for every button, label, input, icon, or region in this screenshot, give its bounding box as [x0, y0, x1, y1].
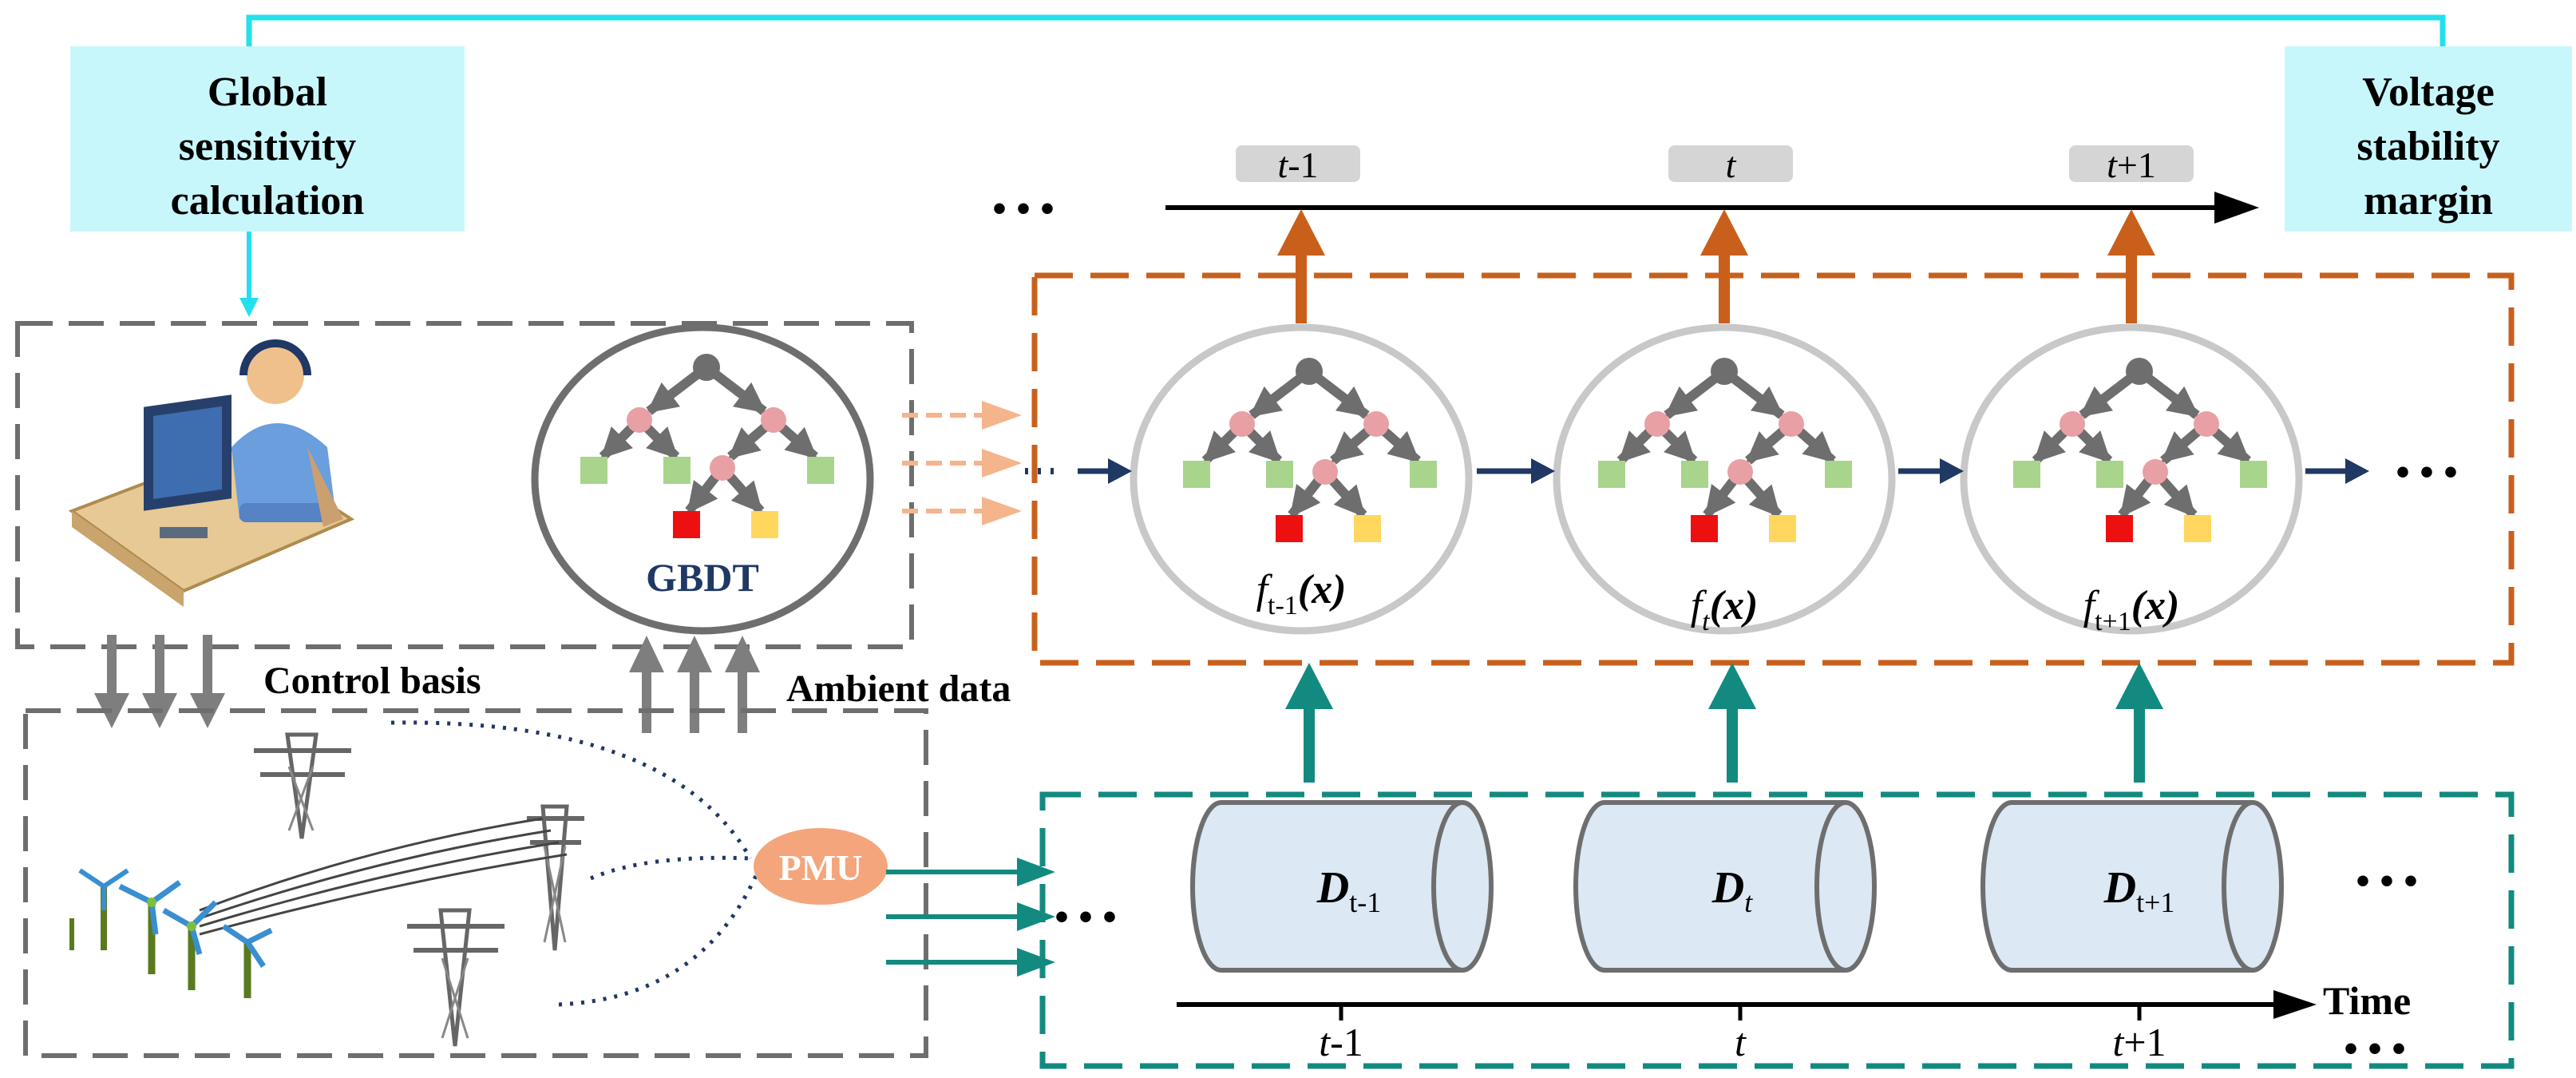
voltage-stability-box: Voltage stability margin	[2285, 46, 2572, 232]
control-center-box	[15, 321, 914, 649]
power-grid-illustration	[69, 720, 761, 1047]
box-line-2: stability	[2356, 124, 2499, 169]
pmu-label: PMU	[779, 847, 863, 888]
control-basis-label: Control basis	[263, 660, 481, 702]
global-sensitivity-box: Global sensitivity calculation	[70, 46, 465, 232]
tag-t-minus-1: t-1	[1277, 145, 1318, 185]
box-line-1: Voltage	[2362, 69, 2495, 115]
model-sequence-box	[1031, 272, 2515, 666]
bottom-timeline: t-1 t t+1 Time • • •	[1177, 978, 2411, 1071]
gbdt-model: GBDT	[531, 323, 874, 635]
model-circle: ft+1(x)	[1960, 323, 2303, 636]
pmu-node: PMU	[754, 828, 888, 905]
dataset-box	[1039, 791, 2515, 1069]
time-axis-label: Time	[2323, 978, 2411, 1023]
tick-t-minus-1: t-1	[1319, 1020, 1363, 1064]
power-grid-box	[23, 708, 928, 1058]
dataset-cylinder: Dt	[1573, 800, 1877, 973]
control-basis-arrows	[94, 635, 225, 728]
box-line-2: sensitivity	[179, 124, 356, 169]
ambient-data-label: Ambient data	[786, 668, 1011, 710]
operator-icon	[68, 339, 355, 607]
tag-t: t	[1726, 145, 1737, 185]
gbdt-label: GBDT	[646, 555, 759, 600]
box-line-1: Global	[208, 69, 327, 115]
gbdt-to-sequence-arrows	[902, 401, 1022, 525]
svg-text:Dt+1: Dt+1	[2103, 863, 2175, 918]
time-dots: • • •	[2344, 1026, 2406, 1071]
model-label: ft(x)	[1691, 583, 1759, 636]
trailing-dots: • • •	[2396, 450, 2458, 494]
model-label: ft-1(x)	[1256, 567, 1347, 620]
feedback-loop	[239, 14, 2446, 317]
ambient-data-arrows	[629, 636, 760, 733]
model-circle: ft-1(x)	[1130, 323, 1473, 635]
svg-text:Dt-1: Dt-1	[1316, 863, 1381, 918]
pmu-to-dataset-arrows	[886, 858, 1055, 977]
svg-text:Dt: Dt	[1711, 863, 1753, 918]
output-arrows	[1277, 209, 2155, 323]
data-to-model-arrows	[1285, 663, 2163, 783]
dataset-trailing-dots: • • •	[2356, 858, 2418, 903]
dataset-cylinder: Dt+1	[1980, 800, 2284, 973]
model-chain-arrows	[1025, 458, 2369, 484]
top-timeline: • • • t-1 t t+1	[992, 145, 2259, 231]
box-line-3: margin	[2364, 178, 2493, 224]
tick-t: t	[1735, 1020, 1747, 1064]
leading-dots: • • •	[992, 186, 1055, 231]
model-circle: ft(x)	[1553, 323, 1896, 636]
dataset-cylinder: Dt-1	[1190, 800, 1494, 973]
tag-t-plus-1: t+1	[2107, 145, 2156, 185]
tick-t-plus-1: t+1	[2112, 1020, 2166, 1064]
box-line-3: calculation	[171, 178, 365, 224]
dataset-leading-dots: • • •	[1055, 894, 1117, 939]
